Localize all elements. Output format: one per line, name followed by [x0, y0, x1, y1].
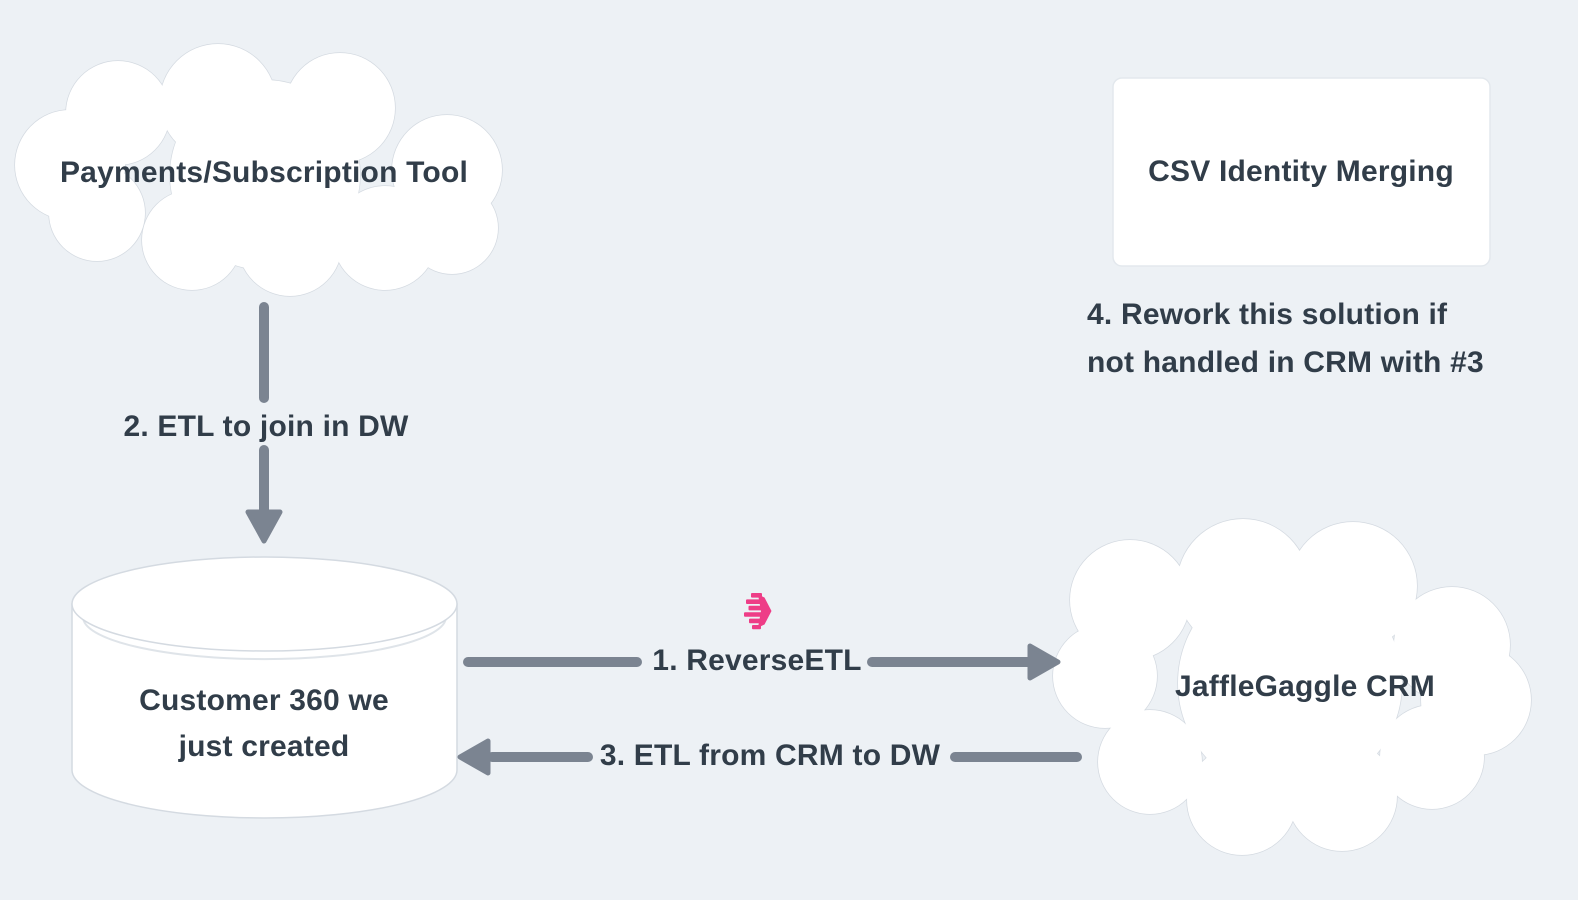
- warehouse-label-line1: Customer 360 we: [139, 684, 389, 717]
- hightouch-logo-icon: [744, 593, 772, 630]
- rework-note: 4. Rework this solution if not handled i…: [1087, 291, 1517, 387]
- warehouse-cylinder-label: Customer 360 we just created: [139, 678, 389, 770]
- payments-cloud-shape: [14, 43, 503, 297]
- arrow-reverse-etl: [463, 643, 1061, 681]
- payments-cloud-label: Payments/Subscription Tool: [59, 156, 469, 189]
- csv-box-shape: [1112, 77, 1491, 267]
- crm-cloud-label: JaffleGaggle CRM: [1175, 670, 1435, 703]
- warehouse-label-line2: just created: [178, 730, 350, 763]
- edge-label-etl-from-crm: 3. ETL from CRM to DW: [599, 739, 941, 772]
- csv-box-label: CSV Identity Merging: [1148, 155, 1454, 188]
- crm-cloud-shape: [1052, 518, 1532, 856]
- edge-label-reverse-etl: 1. ReverseETL: [652, 644, 862, 677]
- edge-label-etl-to-dw: 2. ETL to join in DW: [123, 410, 409, 443]
- rework-note-line2: not handled in CRM with #3: [1087, 346, 1484, 379]
- arrow-etl-to-dw: [245, 302, 283, 544]
- arrow-etl-from-crm: [457, 738, 1082, 776]
- warehouse-cylinder-shape: [71, 556, 458, 819]
- rework-note-line1: 4. Rework this solution if: [1087, 298, 1448, 331]
